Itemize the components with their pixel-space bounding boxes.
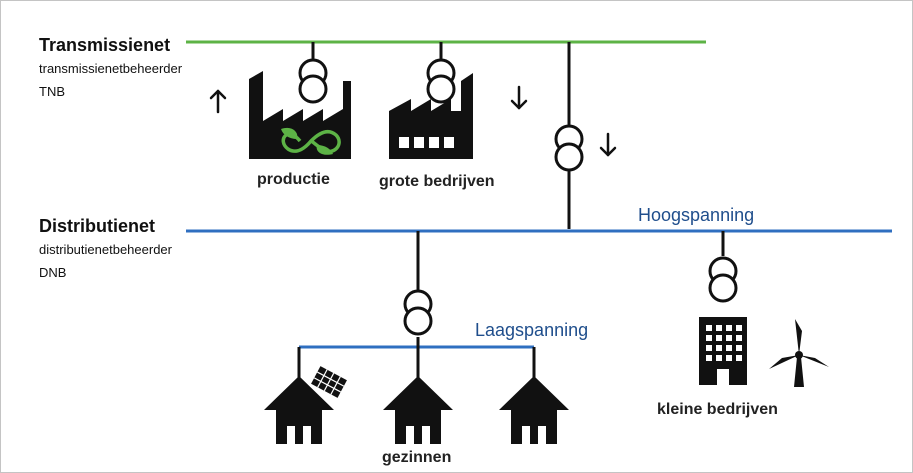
large-business-label: grote bedrijven	[379, 173, 495, 190]
transformer-icon	[403, 289, 433, 336]
distribution-abbr: DNB	[39, 265, 67, 280]
distribution-subtitle: distributienetbeheerder	[39, 242, 172, 257]
households-label: gezinnen	[382, 449, 452, 466]
distribution-title: Distributienet	[39, 216, 156, 236]
factory-icon	[389, 73, 473, 159]
office-building-icon	[699, 317, 747, 385]
arrow-down-icon	[510, 85, 528, 110]
transmission-title: Transmissienet	[39, 35, 171, 55]
house-icon	[383, 376, 453, 444]
arrow-up-icon	[209, 89, 227, 114]
transformer-icon	[298, 58, 328, 104]
low-voltage-label: Laagspanning	[475, 320, 589, 340]
transformer-icon	[554, 124, 584, 172]
arrow-down-icon	[599, 132, 617, 157]
small-business-label: kleine bedrijven	[657, 401, 778, 418]
transmission-subtitle: transmissienetbeheerder	[39, 61, 183, 76]
wind-turbine-icon	[769, 319, 829, 387]
factory-icon	[249, 71, 351, 159]
high-voltage-label: Hoogspanning	[638, 205, 755, 225]
house-icon	[499, 376, 569, 444]
solar-panel-icon	[311, 366, 347, 398]
transformer-icon	[426, 58, 456, 104]
transformer-icon	[708, 256, 738, 303]
production-label: productie	[257, 171, 330, 188]
transmission-abbr: TNB	[39, 84, 65, 99]
